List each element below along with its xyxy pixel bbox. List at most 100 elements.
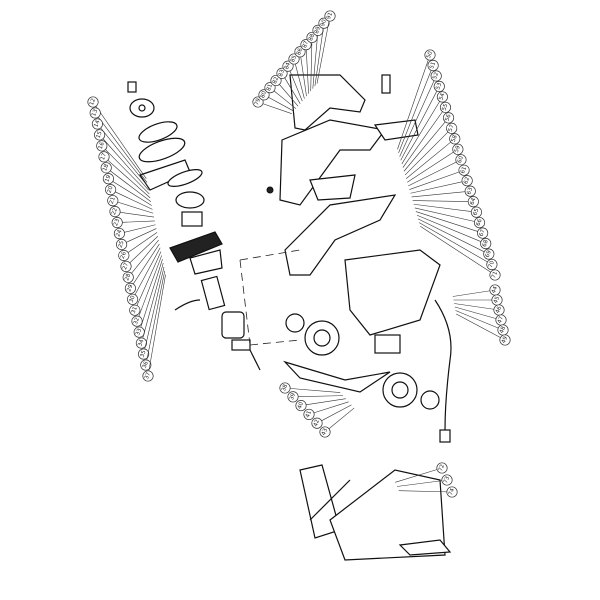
callout-number: 72 [438,464,446,473]
leader-line [415,211,483,234]
callout-circle [499,334,511,346]
parts-drawing [127,74,452,561]
callout-number: 24 [115,229,123,238]
leader-line [300,398,346,406]
leader-line [407,149,459,183]
motor-housing [344,249,441,336]
bearing [181,211,203,227]
callout-number: 53 [435,82,443,91]
leader-line [409,169,465,190]
leader-line [405,138,455,179]
hopper-lid [289,74,366,131]
callout-number: 82 [272,76,280,85]
callout-86: 86 [294,46,307,97]
leader-line [324,407,355,433]
callout-20: 20 [105,184,153,210]
leader-line [398,65,434,154]
callout-number: 52 [432,72,440,81]
leader-line [117,220,155,223]
rod [309,479,351,521]
callout-circle [473,217,486,229]
callout-27: 27 [120,236,159,272]
leader-line [141,263,164,344]
callout-circle [127,293,139,305]
callout-circle [489,269,501,281]
leader-line [292,395,344,398]
callout-73: 73 [396,474,453,487]
callout-number: 47 [497,315,505,324]
leader-line [110,189,153,210]
callout-42: 42 [311,404,352,429]
leader-line [134,251,162,311]
callout-circle [433,80,445,92]
callout-number: 29 [126,284,134,293]
callout-number: 13 [91,108,99,117]
callout-circle [140,359,152,371]
callout-number: 40 [297,401,305,410]
leader-line [316,404,352,424]
screw [249,349,261,371]
callout-48: 48 [455,310,509,336]
callout-61: 61 [409,164,470,190]
callout-32: 32 [131,255,162,327]
gear-plate [138,121,178,143]
callout-19: 19 [102,173,152,206]
callout-circle [486,258,498,271]
callout-40: 40 [295,398,346,412]
leader-line [310,37,313,92]
callout-circle [441,474,453,486]
callout-31: 31 [129,251,162,316]
switch-cover [373,119,419,141]
callout-circle [282,60,294,72]
leader-line [403,117,449,172]
leader-line [397,54,431,150]
callout-23: 23 [111,217,155,229]
leader-line [308,401,349,415]
leader-line [138,259,163,333]
leader-line [123,232,158,256]
callout-circle [135,337,147,349]
leader-line [97,123,149,187]
callout-12: 12 [87,96,147,179]
callout-38: 38 [279,382,341,394]
leader-line [99,134,149,191]
callout-number: 74 [448,487,456,496]
callout-80: 80 [258,89,295,112]
callout-circle [452,143,464,155]
callout-29: 29 [124,243,160,294]
callout-18: 18 [100,162,152,202]
blade-guard [309,174,356,201]
callout-number: 65 [472,207,480,216]
callout-circle [264,82,276,94]
callout-58: 58 [405,133,461,179]
callout-number: 20 [107,185,115,194]
knob [381,74,391,94]
callout-62: 62 [410,175,473,194]
leader-line [452,289,496,297]
bag-clip [398,539,452,556]
callout-43: 43 [319,407,355,438]
callout-72: 72 [395,462,448,483]
callout-circle [116,238,128,251]
callout-46: 46 [454,303,505,316]
leader-line [312,30,319,89]
leader-line [419,222,493,265]
callout-number: 69 [485,249,493,258]
callout-circle [294,46,306,58]
callout-circle [483,248,495,260]
callout-15: 15 [94,129,149,191]
callout-circle [477,227,489,239]
callout-34: 34 [135,263,164,349]
callout-number: 43 [321,427,329,436]
callout-circle [276,67,288,79]
callout-number: 32 [133,317,141,326]
callout-number: 42 [313,419,321,428]
callout-number: 86 [296,47,304,56]
callout-circle [129,304,141,316]
callout-circle [288,53,300,65]
callout-53: 53 [400,80,445,161]
leader-line [275,80,299,107]
callout-circle [430,70,442,82]
callout-circle [94,129,106,141]
callout-number: 16 [98,141,106,150]
